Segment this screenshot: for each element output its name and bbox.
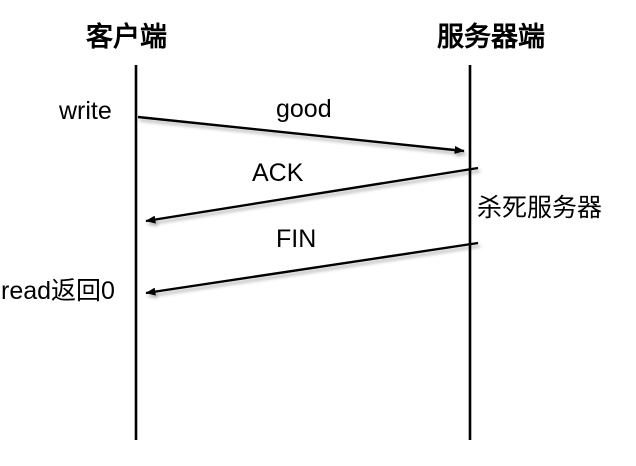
annotation-read-returns-zero: read返回0 bbox=[1, 277, 115, 305]
message-arrow-ack bbox=[145, 166, 479, 224]
annotation-write: write bbox=[59, 97, 112, 125]
lifeline-header-client: 客户端 bbox=[86, 22, 167, 53]
message-label-fin: FIN bbox=[276, 225, 317, 253]
lifeline-header-server: 服务器端 bbox=[437, 22, 545, 53]
annotation-kill-server: 杀死服务器 bbox=[477, 194, 603, 222]
message-label-good: good bbox=[276, 95, 332, 123]
message-arrow-fin bbox=[145, 241, 479, 296]
message-arrow-good bbox=[137, 115, 465, 155]
message-label-ack: ACK bbox=[252, 159, 304, 187]
